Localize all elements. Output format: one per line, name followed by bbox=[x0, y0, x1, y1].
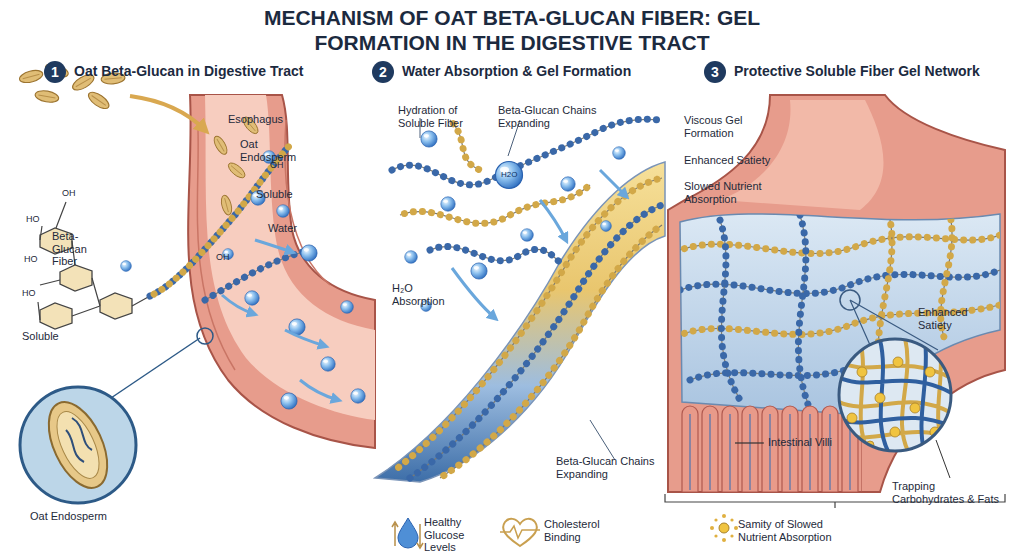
part-label: HO bbox=[26, 214, 40, 224]
part-label: Oat Endosperm bbox=[30, 510, 107, 523]
water-droplets-2 bbox=[405, 118, 626, 460]
endosperm-inset bbox=[20, 328, 213, 503]
oat-grains bbox=[18, 61, 260, 216]
legend-text: Healthy Glucose Levels bbox=[424, 516, 496, 554]
gel-band bbox=[375, 162, 665, 482]
stomach-intestine bbox=[668, 95, 1005, 492]
nutrient-icon bbox=[710, 514, 738, 542]
part-label: Soluble bbox=[22, 330, 59, 343]
step-number-circle: 3Protective Soluble Fiber Gel Network bbox=[704, 61, 726, 83]
part-label: Beta-Glucan Chains Expanding bbox=[498, 104, 598, 129]
part-label: OH bbox=[270, 160, 284, 170]
part-label: Enhanced Satiety bbox=[684, 154, 784, 167]
part-label: Beta-Glucan Fiber bbox=[52, 230, 110, 268]
step-heading: Oat Beta-Glucan in Digestive Tract bbox=[74, 63, 304, 79]
title: MECHANISM OF OAT BETA-GLUCAN FIBER: GEL … bbox=[232, 6, 792, 56]
water-droplets bbox=[121, 151, 366, 409]
step-number-circle: 1Oat Beta-Glucan in Digestive Tract bbox=[44, 61, 66, 83]
part-label: H₂O Absorption bbox=[392, 282, 462, 307]
legend-text: Samity of Slowed Nutrient Absorption bbox=[738, 518, 858, 543]
part-label: Trapping Carbohydrates & Fats bbox=[892, 480, 1002, 505]
expanding-chains bbox=[392, 119, 660, 262]
digestive-tube bbox=[188, 95, 375, 448]
part-label: HO bbox=[24, 254, 38, 264]
part-label: HO bbox=[22, 288, 36, 298]
step-heading: Protective Soluble Fiber Gel Network bbox=[734, 63, 980, 79]
part-label: Beta-Glucan Chains Expanding bbox=[556, 455, 656, 480]
step-number: 2 bbox=[372, 61, 394, 83]
part-label: Esophagus bbox=[228, 113, 283, 126]
part-label: Oat Endosperm bbox=[240, 138, 300, 163]
water-arrows bbox=[222, 240, 338, 400]
step-number: 1 bbox=[44, 61, 66, 83]
part-label: OH bbox=[62, 188, 76, 198]
part-label: OH bbox=[216, 252, 230, 262]
gel-network-inset bbox=[835, 290, 955, 478]
part-label: Enhanced Satiety bbox=[918, 306, 998, 331]
part-label: Soluble bbox=[256, 188, 293, 201]
heart-icon bbox=[500, 519, 540, 546]
step-number-circle: 2Water Absorption & Gel Formation bbox=[372, 61, 394, 83]
part-label: Hydration of Soluble Fiber bbox=[398, 104, 488, 129]
legend-text: Cholesterol Binding bbox=[544, 518, 616, 543]
part-label: H2O bbox=[501, 170, 517, 179]
beta-glucan-molecule bbox=[38, 145, 310, 329]
step-heading: Water Absorption & Gel Formation bbox=[402, 63, 631, 79]
step-number: 3 bbox=[704, 61, 726, 83]
part-label: Water bbox=[268, 222, 297, 235]
part-label: Intestinal Villi bbox=[768, 436, 832, 449]
part-label: Slowed Nutrient Absorption bbox=[684, 180, 774, 205]
glucose-icon bbox=[392, 518, 423, 548]
part-label: Viscous Gel Formation bbox=[684, 114, 784, 139]
